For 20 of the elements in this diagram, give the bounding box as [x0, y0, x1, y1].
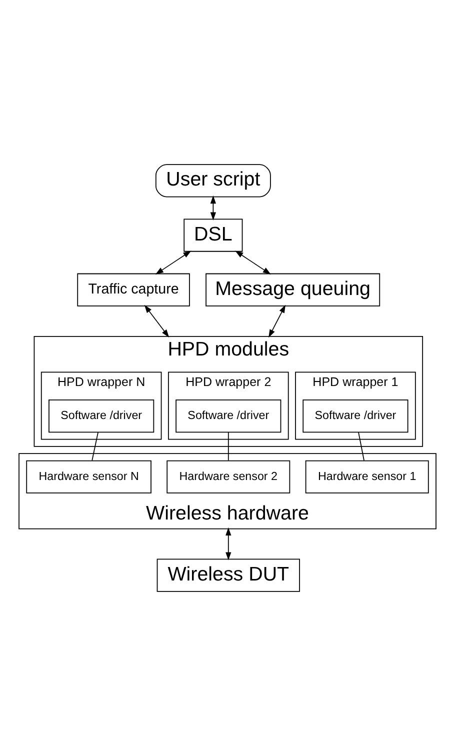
connector	[228, 432, 229, 461]
node-box: Hardware sensor 2	[166, 460, 290, 494]
node-box: Software /driver	[48, 399, 154, 433]
node-box: Software /driver	[302, 399, 408, 433]
node-box: Message queuing	[206, 273, 380, 306]
arrow	[210, 196, 216, 220]
node-box: Hardware sensor N	[26, 460, 152, 494]
node-box: Wireless DUT	[156, 558, 300, 592]
node-box: Software /driver	[176, 399, 282, 433]
arrow	[144, 304, 170, 338]
arrow	[235, 250, 271, 274]
node-box: Hardware sensor 1	[305, 460, 429, 494]
arrow	[226, 527, 232, 560]
node-box: DSL	[184, 218, 243, 252]
arrow	[155, 250, 192, 274]
node-box: Traffic capture	[77, 273, 190, 306]
arrow	[268, 304, 286, 338]
connector	[358, 432, 364, 461]
node-box: User script	[155, 164, 271, 198]
connector	[92, 432, 98, 461]
